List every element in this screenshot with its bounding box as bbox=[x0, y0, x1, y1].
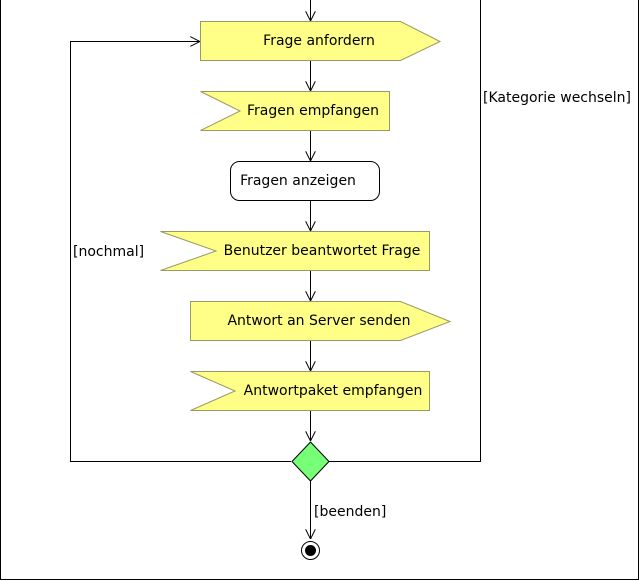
decision-node bbox=[291, 441, 330, 482]
control-flows bbox=[70, 0, 481, 539]
action-fragen-empfangen: Fragen empfangen bbox=[200, 91, 390, 131]
action-label: Fragen anzeigen bbox=[240, 173, 356, 189]
guard-kategorie-wechseln: [Kategorie wechseln] bbox=[483, 90, 631, 106]
action-label: Antwort an Server senden bbox=[227, 313, 410, 329]
action-label: Frage anfordern bbox=[263, 33, 375, 49]
action-benutzer-beantwortet: Benutzer beantwortet Frage bbox=[160, 231, 430, 271]
activity-final-node bbox=[301, 541, 320, 560]
send-signal-shape bbox=[200, 21, 442, 61]
action-shape bbox=[230, 161, 380, 201]
action-antwortpaket-empfangen: Antwortpaket empfangen bbox=[190, 371, 430, 411]
flow-kategorie-wechseln bbox=[329, 0, 481, 462]
action-frage-anfordern: Frage anfordern bbox=[200, 21, 442, 61]
action-fragen-anzeigen: Fragen anzeigen bbox=[230, 161, 380, 201]
accept-event-shape bbox=[190, 371, 430, 411]
accept-event-shape bbox=[200, 91, 390, 131]
action-label: Benutzer beantwortet Frage bbox=[224, 243, 421, 259]
flow-loop-nochmal bbox=[70, 42, 291, 462]
accept-event-shape bbox=[160, 231, 430, 271]
action-antwort-senden: Antwort an Server senden bbox=[190, 301, 452, 341]
guard-nochmal: [nochmal] bbox=[73, 244, 144, 260]
action-label: Fragen empfangen bbox=[247, 103, 379, 119]
final-node-dot bbox=[305, 545, 316, 556]
guard-beenden: [beenden] bbox=[314, 504, 386, 520]
action-label: Antwortpaket empfangen bbox=[244, 383, 423, 399]
send-signal-shape bbox=[190, 301, 452, 341]
